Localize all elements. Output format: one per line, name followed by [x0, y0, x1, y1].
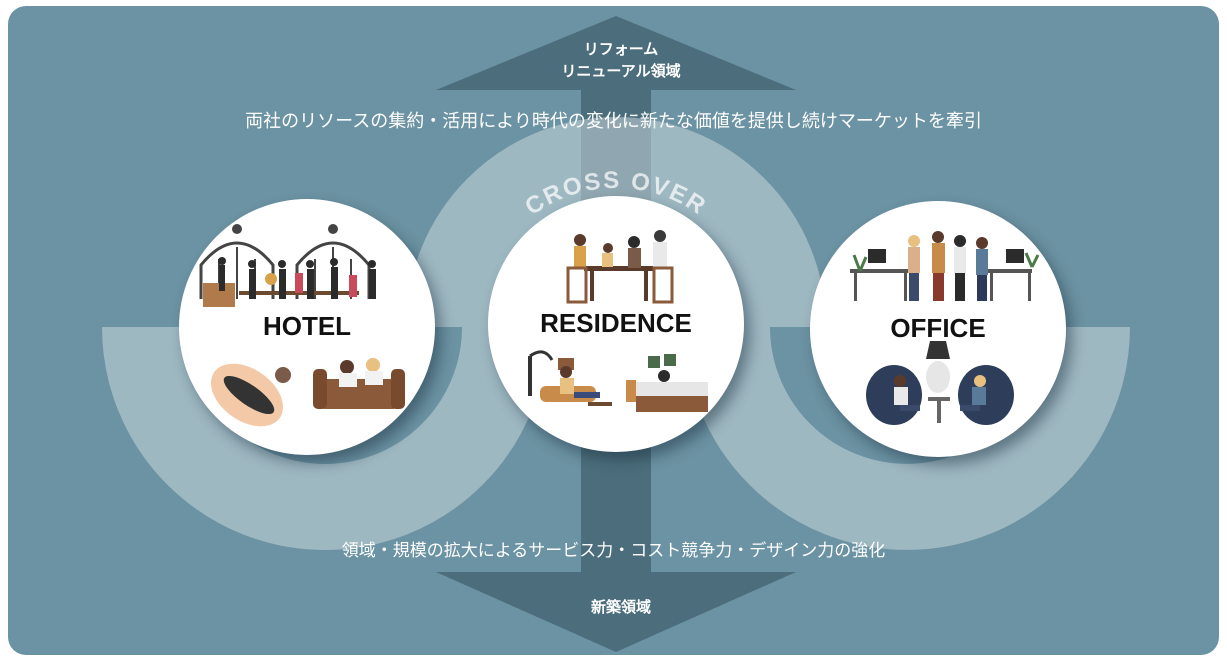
office-illustration	[850, 231, 1040, 425]
office-label: OFFICE	[890, 313, 986, 343]
top-arrow-label-line1: リフォーム	[583, 40, 659, 58]
top-message: 両社のリソースの集約・活用により時代の変化に新たな価値を提供し続けマーケットを牽…	[245, 111, 982, 132]
top-arrow-label-line2: リニューアル領域	[561, 62, 681, 80]
bottom-arrow-label: 新築領域	[590, 598, 651, 616]
bottom-message: 領域・規模の拡大によるサービス力・コスト競争力・デザイン力の強化	[341, 541, 886, 561]
office-circle: OFFICE	[810, 201, 1066, 457]
arrows-and-band	[102, 16, 1130, 652]
residence-circle: RESIDENCE	[488, 196, 744, 452]
crossover-band	[102, 117, 1130, 550]
top-arrow-head	[436, 16, 796, 90]
residence-label: RESIDENCE	[540, 308, 692, 338]
diagram-panel: CROSS OVER リフォーム リニューアル領域 両社のリソースの集約・活用に…	[8, 6, 1219, 655]
top-arrow-label: リフォーム リニューアル領域	[521, 38, 721, 82]
hotel-illustration	[199, 224, 405, 427]
residence-illustration	[528, 230, 708, 412]
bottom-arrow-head	[436, 572, 796, 652]
hotel-circle: HOTEL	[179, 199, 435, 455]
hotel-label: HOTEL	[262, 311, 352, 341]
